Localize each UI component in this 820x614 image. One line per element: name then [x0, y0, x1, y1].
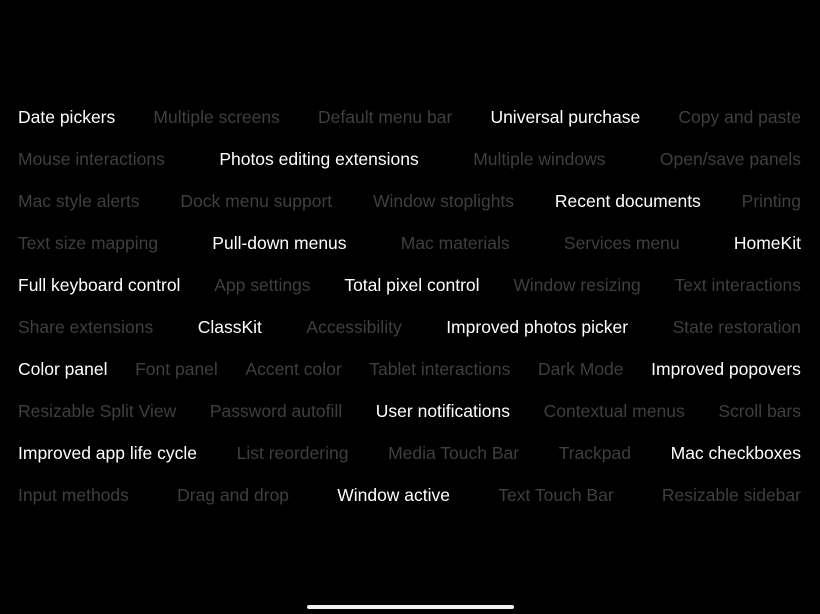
feature-row: Improved app life cycle List reordering Me… — [18, 432, 801, 474]
feature-label-highlighted: ClassKit — [197, 317, 262, 337]
feature-label: Media Touch Bar — [388, 443, 520, 463]
feature-label-highlighted: Improved photos picker — [446, 317, 629, 337]
feature-label-highlighted: Color panel — [18, 359, 108, 379]
feature-label-highlighted: Full keyboard control — [18, 275, 181, 295]
feature-label: App settings — [214, 275, 311, 295]
feature-label-highlighted: Pull-down menus — [212, 233, 347, 253]
feature-label: Accent color — [245, 359, 342, 379]
feature-label: Text size mapping — [18, 233, 159, 253]
feature-row: Mac style alerts Dock menu support Window … — [18, 180, 801, 222]
feature-label-highlighted: HomeKit — [733, 233, 801, 253]
feature-label-highlighted: Window active — [337, 485, 451, 505]
feature-label-highlighted: Mac checkboxes — [670, 443, 801, 463]
feature-label: Multiple screens — [153, 107, 280, 127]
feature-label-highlighted: User notifications — [375, 401, 511, 421]
feature-label: List reordering — [236, 443, 349, 463]
feature-label: Share extensions — [18, 317, 154, 337]
feature-row: Share extensions ClassKit Accessibility Imp… — [18, 306, 801, 348]
feature-label-highlighted: Photos editing extensions — [219, 149, 419, 169]
feature-label: Text Touch Bar — [498, 485, 614, 505]
feature-label: Resizable Split View — [18, 401, 177, 421]
feature-label: Printing — [741, 191, 801, 211]
feature-label-highlighted: Improved popovers — [651, 359, 801, 379]
feature-label: Font panel — [135, 359, 218, 379]
feature-label-highlighted: Date pickers — [18, 107, 116, 127]
feature-label: Dock menu support — [180, 191, 333, 211]
feature-label: Multiple windows — [473, 149, 606, 169]
feature-row: Date pickers Multiple screens Default menu… — [18, 96, 801, 138]
feature-row: Resizable Split View Password autofill Use… — [18, 390, 801, 432]
feature-label: Tablet interactions — [369, 359, 511, 379]
feature-row: Mouse interactions Photos editing extensi… — [18, 138, 801, 180]
feature-label: Mac materials — [400, 233, 510, 253]
feature-cloud: Date pickers Multiple screens Default menu… — [18, 96, 801, 516]
home-indicator[interactable] — [307, 605, 514, 609]
feature-label: Mac style alerts — [18, 191, 140, 211]
feature-label: Window stoplights — [373, 191, 515, 211]
feature-label: Drag and drop — [177, 485, 289, 505]
feature-label: Services menu — [563, 233, 680, 253]
feature-label: Text interactions — [674, 275, 801, 295]
feature-label: State restoration — [672, 317, 801, 337]
feature-row: Color panel Font panel Accent color Tablet … — [18, 348, 801, 390]
feature-label: Open/save panels — [659, 149, 801, 169]
feature-label: Resizable sidebar — [661, 485, 801, 505]
feature-label: Window resizing — [513, 275, 641, 295]
feature-label: Input methods — [18, 485, 129, 505]
feature-label: Copy and paste — [678, 107, 801, 127]
feature-label: Accessibility — [306, 317, 402, 337]
feature-label-highlighted: Universal purchase — [490, 107, 641, 127]
feature-label-highlighted: Total pixel control — [344, 275, 480, 295]
feature-label-highlighted: Improved app life cycle — [18, 443, 197, 463]
feature-label-highlighted: Recent documents — [554, 191, 701, 211]
feature-label: Password autofill — [209, 401, 343, 421]
feature-label: Mouse interactions — [18, 149, 165, 169]
feature-label: Contextual menus — [543, 401, 685, 421]
feature-row: Input methods Drag and drop Window active T… — [18, 474, 801, 516]
feature-row: Text size mapping Pull-down menus Mac mate… — [18, 222, 801, 264]
feature-row: Full keyboard control App settings Total p… — [18, 264, 801, 306]
feature-label: Dark Mode — [537, 359, 624, 379]
feature-label: Default menu bar — [318, 107, 453, 127]
feature-label: Trackpad — [558, 443, 632, 463]
feature-label: Scroll bars — [718, 401, 801, 421]
